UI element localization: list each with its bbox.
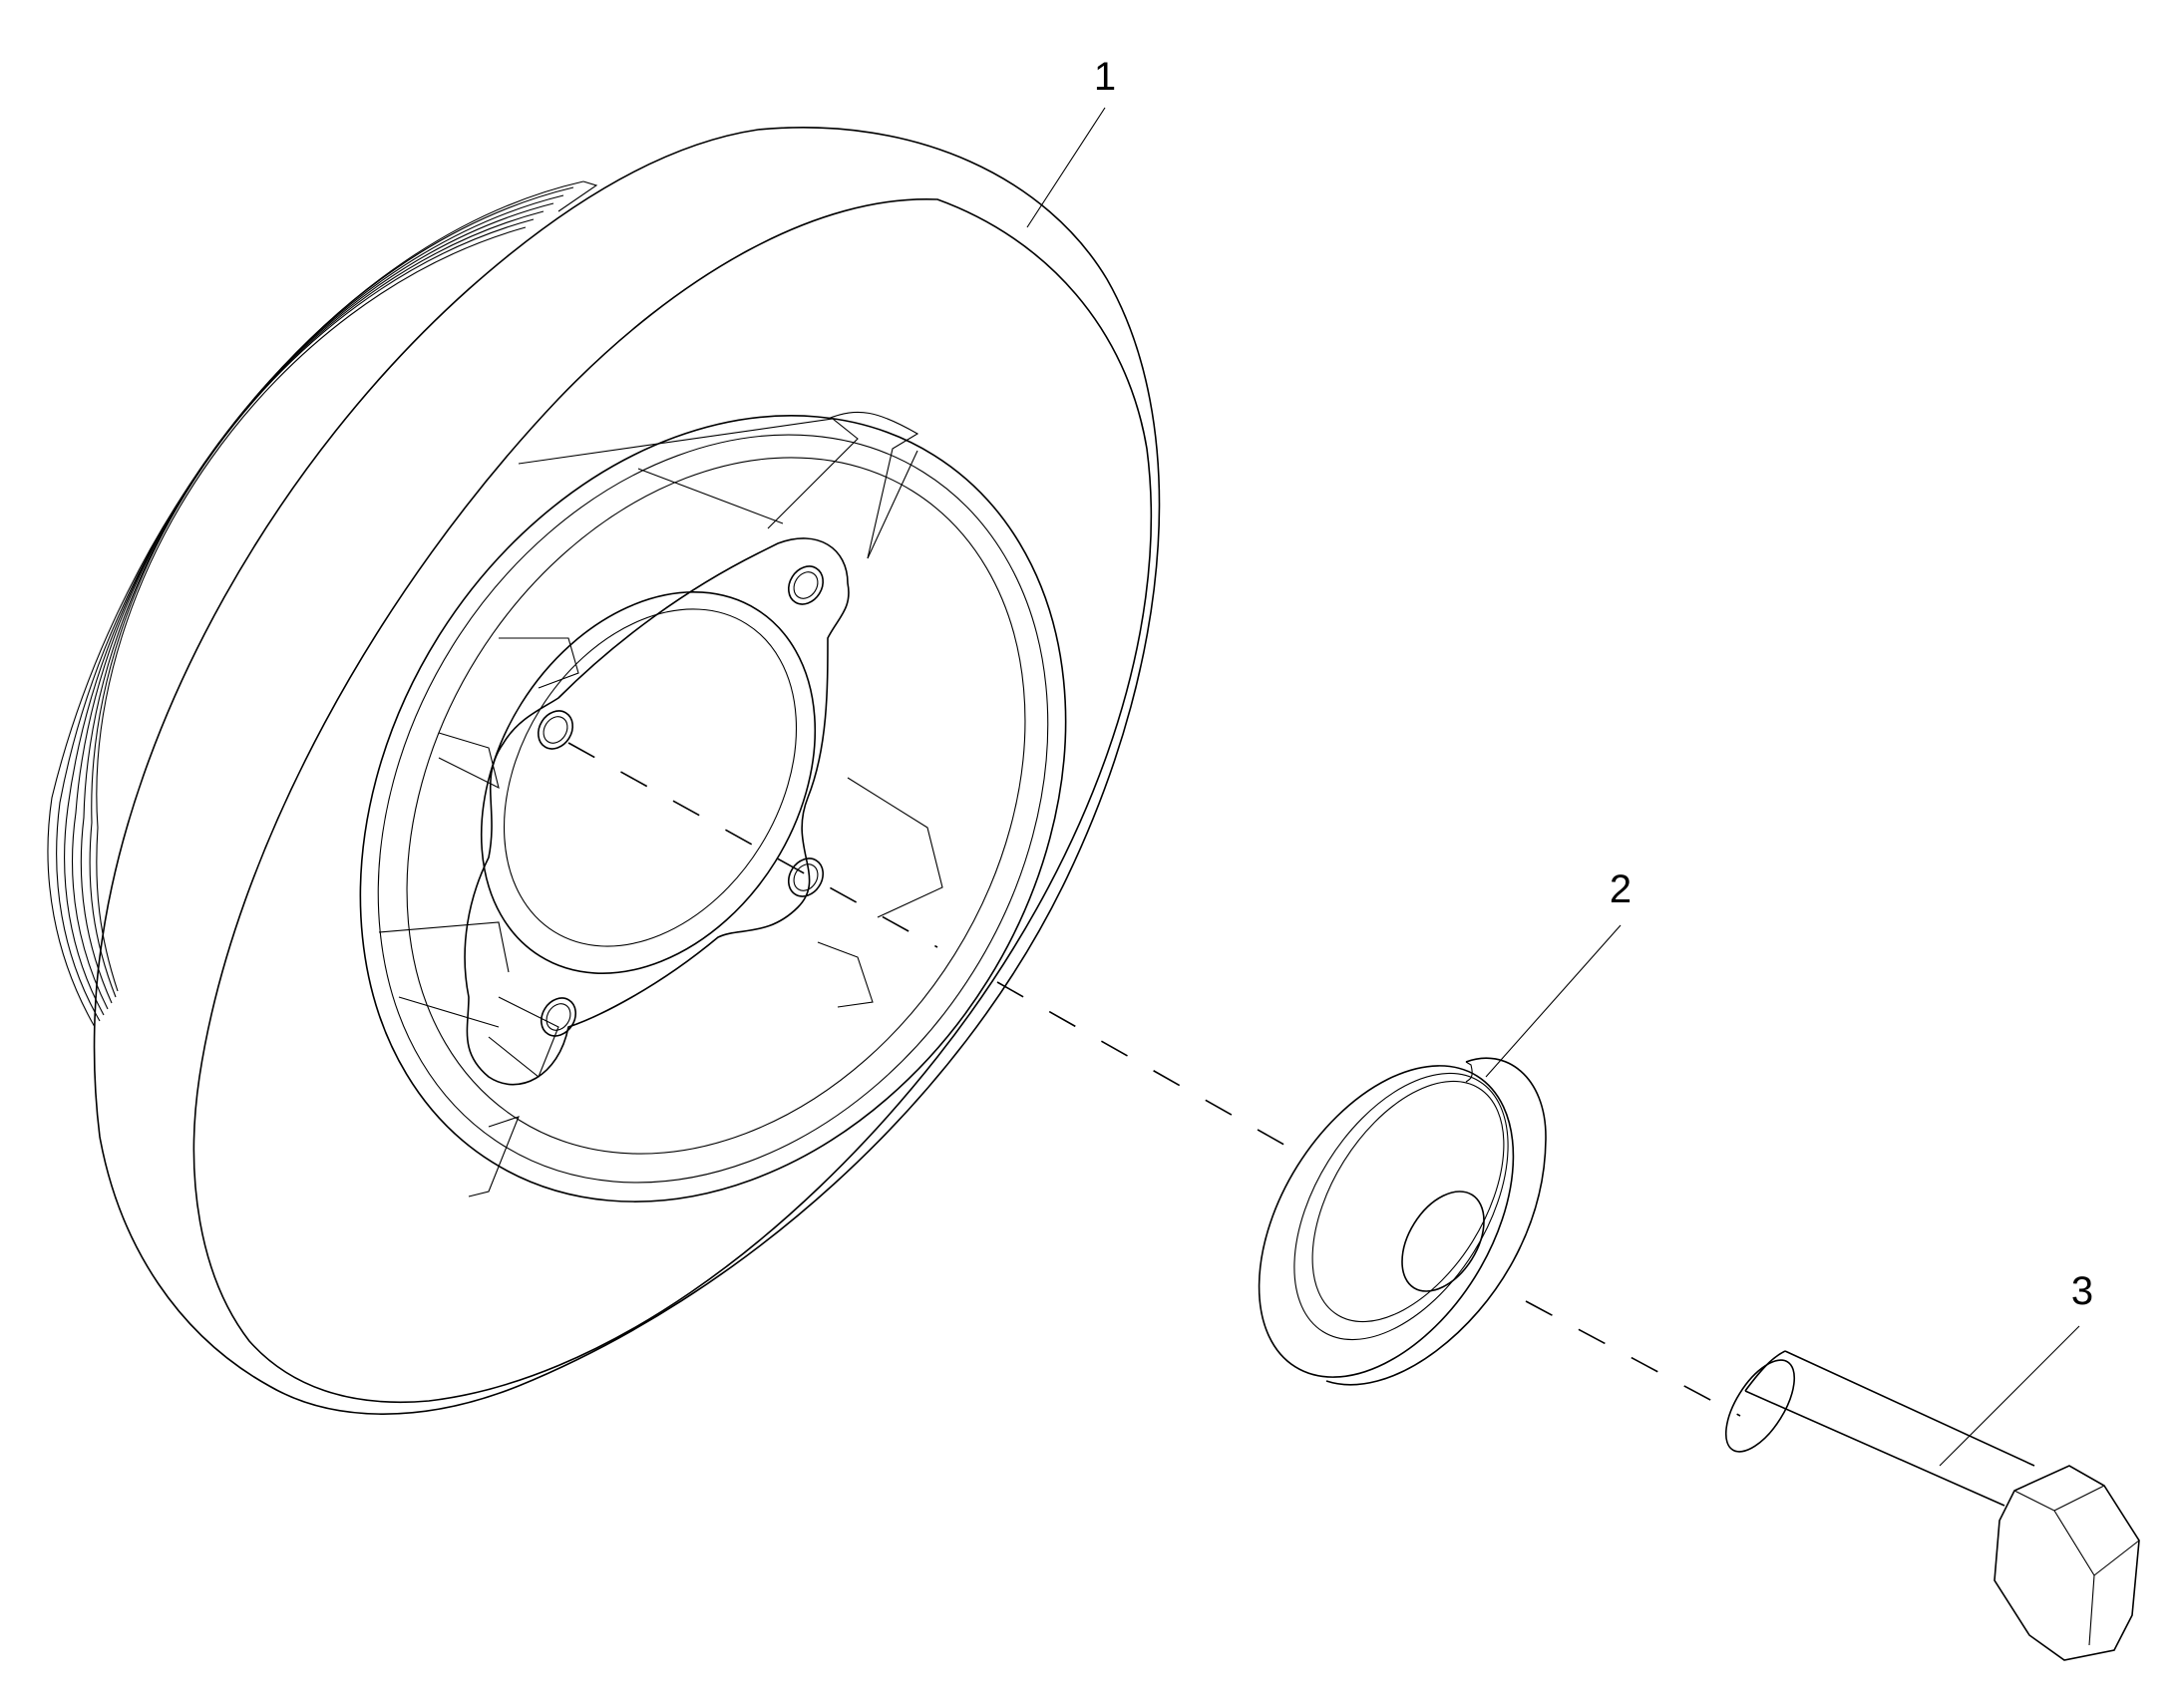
callout-3: 3 (2071, 1269, 2093, 1313)
washer-hole (1401, 1191, 1485, 1292)
pulley-inner-ring (359, 415, 1067, 1202)
leader-line-3 (1939, 1325, 2080, 1467)
pulley-bore-inner (503, 608, 798, 947)
leader-line-2 (1485, 924, 1622, 1078)
bolt-tip (1724, 1359, 1796, 1453)
callout-1: 1 (1094, 55, 1116, 99)
washer-face (1258, 1065, 1515, 1378)
part-2-washer (1258, 1057, 1547, 1386)
leader-line-1 (1026, 107, 1106, 228)
pulley-belt-grooves (47, 180, 598, 1028)
bolt-hex-head (1994, 1465, 2140, 1661)
pulley-hub-flange (464, 537, 850, 1086)
pulley-outer-rim (93, 127, 1161, 1415)
callout-2: 2 (1610, 867, 1632, 911)
washer-outer-edge (1325, 1057, 1547, 1386)
part-3-bolt (1724, 1350, 2140, 1661)
pulley-bolt-holes (537, 565, 825, 1037)
pulley-front-face (192, 198, 1153, 1404)
pulley-bore-outer (480, 591, 817, 974)
assembly-centerline (996, 981, 1297, 1153)
bolt-shank (1744, 1350, 2035, 1507)
part-1-pulley (47, 127, 1161, 1415)
pulley-spokes (378, 411, 943, 1197)
